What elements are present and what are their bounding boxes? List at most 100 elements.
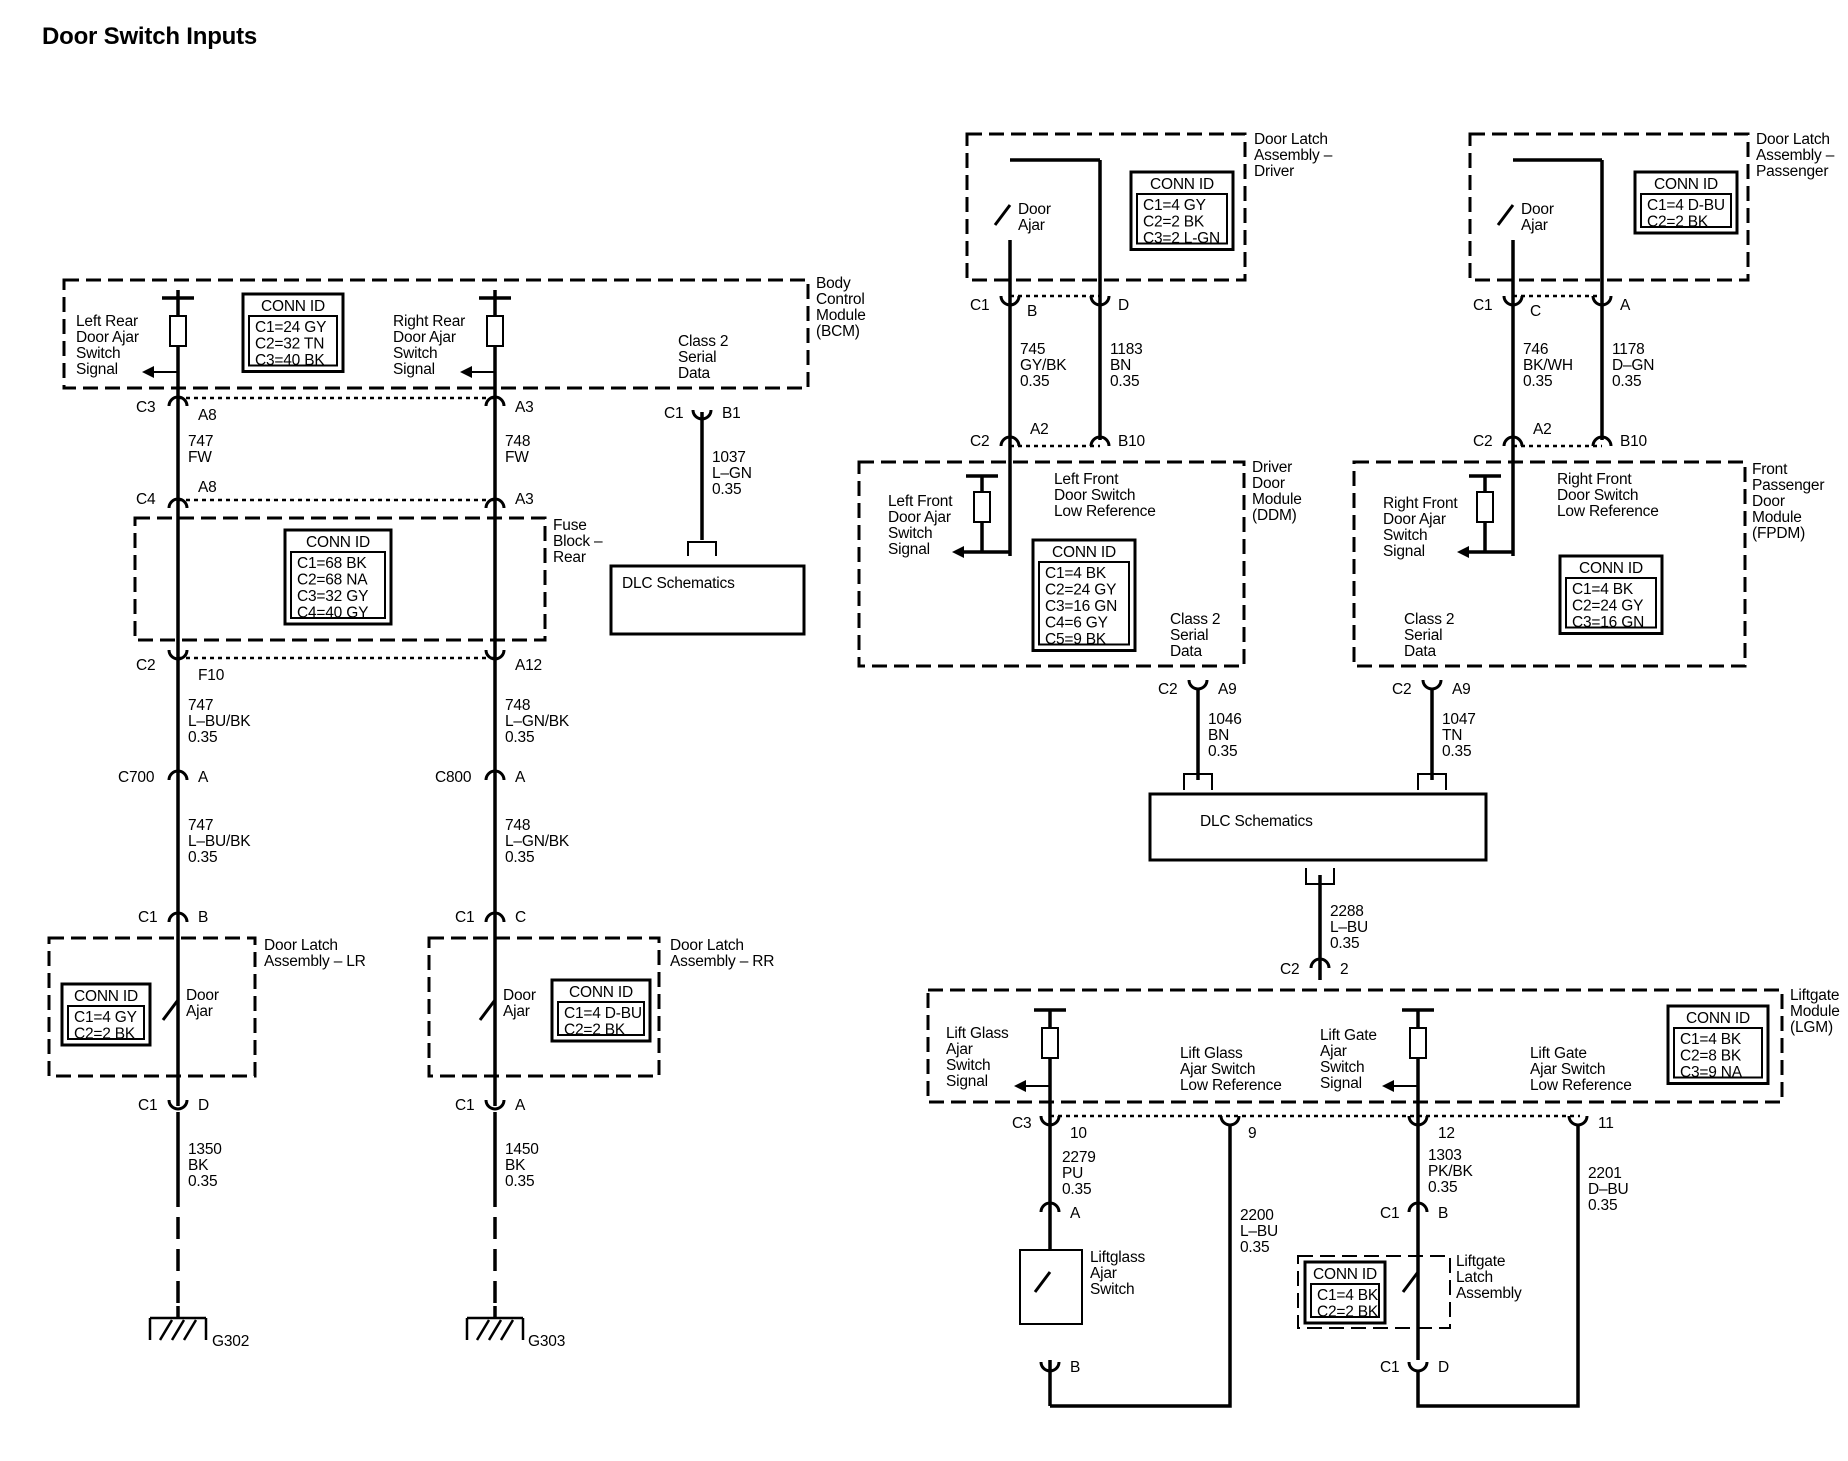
pin-label-b-lr: B — [198, 909, 208, 926]
lg-signal-label-line-3: Signal — [946, 1073, 988, 1090]
pin-label-b-liftgate: B — [1438, 1205, 1448, 1222]
door-latch-rr-border — [427, 936, 661, 1078]
pin-label-c2-fpdm: C2 — [1473, 433, 1492, 450]
wire-748-lgnbk-b-label-line-2: 0.35 — [505, 849, 534, 866]
fpdm-border — [1352, 460, 1747, 668]
lg-lowref-label-line-0: Lift Glass — [1180, 1045, 1243, 1062]
rf-signal-label-line-1: Door Ajar — [1383, 511, 1446, 528]
pin-label-a3: A3 — [515, 399, 534, 416]
lgm-border — [926, 988, 1784, 1104]
door-latch-driver-name-line-0: Door Latch — [1254, 131, 1328, 148]
conn-id-line-0: C1=4 BK — [1317, 1287, 1379, 1304]
pin-label-a12: A12 — [515, 657, 542, 674]
dlc-label-main: DLC Schematics — [1200, 813, 1313, 830]
lgm-name-line-1: Module — [1790, 1003, 1840, 1020]
lf-signal-label-line-0: Left Front — [888, 493, 953, 510]
wire-748-lgnbk-b-label-line-0: 748 — [505, 817, 530, 834]
pin-c4-a3 — [484, 497, 506, 509]
liftgate-name-line-2: Assembly — [1456, 1285, 1522, 1302]
door-latch-passenger-name-line-1: Assembly – — [1756, 147, 1835, 164]
wire-746-label-line-2: 0.35 — [1523, 373, 1552, 390]
conn-id-line-2: C3=16 GN — [1045, 598, 1117, 615]
pin-c2-a9-fpdm — [1421, 679, 1443, 691]
fuse-block-name-line-0: Fuse — [553, 517, 587, 534]
wire-2200 — [1050, 1126, 1232, 1408]
fuse-block-name-line-1: Block – — [553, 533, 603, 550]
pin-c1-d-lr — [167, 1099, 189, 1111]
pin-label-b-driver: B — [1027, 303, 1037, 320]
pin-label-c4: C4 — [136, 491, 156, 508]
wire-747-lbubk-b-label-line-0: 747 — [188, 817, 213, 834]
wire-2201-label-line-0: 2201 — [1588, 1165, 1622, 1182]
pin-label-c1-bcm: C1 — [664, 405, 683, 422]
lr-signal-label-line-0: Left Rear — [76, 313, 138, 330]
conn-id-line-1: C2=32 TN — [255, 336, 324, 353]
pin-c1-c-rr — [484, 911, 506, 923]
liftglass-switch-box — [1019, 1249, 1083, 1325]
pin-c1-b-lr — [167, 911, 189, 923]
fpdm-name-line-1: Passenger — [1752, 477, 1824, 494]
ddm-name-line-0: Driver — [1252, 459, 1292, 476]
pin-c3-a3 — [484, 395, 506, 407]
lr-signal-label-line-2: Switch — [76, 345, 120, 362]
door-latch-lr-name-line-1: Assembly – LR — [264, 953, 366, 970]
pin-label-c700: C700 — [118, 769, 155, 786]
pin-liftgate-b — [1407, 1201, 1429, 1213]
conn-id-inner — [1038, 561, 1130, 646]
lgt-signal-arrow — [1382, 1080, 1394, 1092]
ground-g302 — [148, 1316, 208, 1341]
wire-748-lgnbk-label-line-0: 748 — [505, 697, 530, 714]
wire-745-label-line-2: 0.35 — [1020, 373, 1049, 390]
liftgate-name-line-0: Liftgate — [1456, 1253, 1505, 1270]
fpdm-name-line-3: Module — [1752, 509, 1802, 526]
rf-signal-label-line-3: Signal — [1383, 543, 1425, 560]
conn-id-line-2: C3=16 GN — [1572, 614, 1644, 631]
rr-resistor — [486, 315, 504, 347]
conn-id-line-2: C3=2 L-GN — [1143, 230, 1220, 247]
pin-label-a-liftglass: A — [1070, 1205, 1081, 1222]
lf-lowref-label-line-2: Low Reference — [1054, 503, 1156, 520]
conn-id-inner — [290, 551, 386, 619]
pin-label-c1-passenger: C1 — [1473, 297, 1492, 314]
conn-id-line-1: C2=68 NA — [297, 572, 368, 589]
conn-id-title: CONN ID — [1654, 176, 1718, 193]
lgt-signal-label-line-3: Signal — [1320, 1075, 1362, 1092]
bcm-class2-label-line-2: Data — [678, 365, 711, 382]
fpdm-name-line-2: Door — [1752, 493, 1785, 510]
wire-748-lgnbk-b-label-line-1: L–GN/BK — [505, 833, 570, 850]
pin-label-b1: B1 — [722, 405, 741, 422]
conn-id-inner — [1640, 193, 1732, 228]
rf-signal-arrow — [1457, 546, 1469, 558]
liftglass-name-line-2: Switch — [1090, 1281, 1134, 1298]
lf-signal-label-line-1: Door Ajar — [888, 509, 951, 526]
pin-c3-10 — [1039, 1115, 1061, 1127]
conn-id-line-1: C2=24 GY — [1572, 598, 1643, 615]
pin-label-b10-fpdm: B10 — [1620, 433, 1648, 450]
pin-c1-c-passenger — [1502, 295, 1524, 307]
pin-label-c-rr: C — [515, 909, 526, 926]
pin-c1-b1 — [691, 409, 713, 421]
lg-lowref-label-line-1: Ajar Switch — [1180, 1061, 1255, 1078]
lgt-lowref-label-line-0: Lift Gate — [1530, 1045, 1587, 1062]
lg-signal-label-line-0: Lift Glass — [946, 1025, 1009, 1042]
lg-signal-label-line-1: Ajar — [946, 1041, 973, 1058]
wire-1178-label-line-2: 0.35 — [1612, 373, 1641, 390]
pin-label-2-lgm: 2 — [1340, 961, 1348, 978]
lf-lowref-label-line-1: Door Switch — [1054, 487, 1135, 504]
rf-signal-label-line-0: Right Front — [1383, 495, 1458, 512]
liftglass-name-line-0: Liftglass — [1090, 1249, 1146, 1266]
lgm-name-line-2: (LGM) — [1790, 1019, 1833, 1036]
pin-label-a2-fpdm: A2 — [1533, 421, 1552, 438]
wire-748-fw-label-line-0: 748 — [505, 433, 530, 450]
rf-lowref-label-line-1: Door Switch — [1557, 487, 1638, 504]
lgm-name-line-0: Liftgate — [1790, 987, 1839, 1004]
rr-door-ajar-label-line-0: Door — [503, 987, 536, 1004]
fpdm-class2-label-line-0: Class 2 — [1404, 611, 1454, 628]
pin-liftgate-d — [1407, 1361, 1429, 1373]
